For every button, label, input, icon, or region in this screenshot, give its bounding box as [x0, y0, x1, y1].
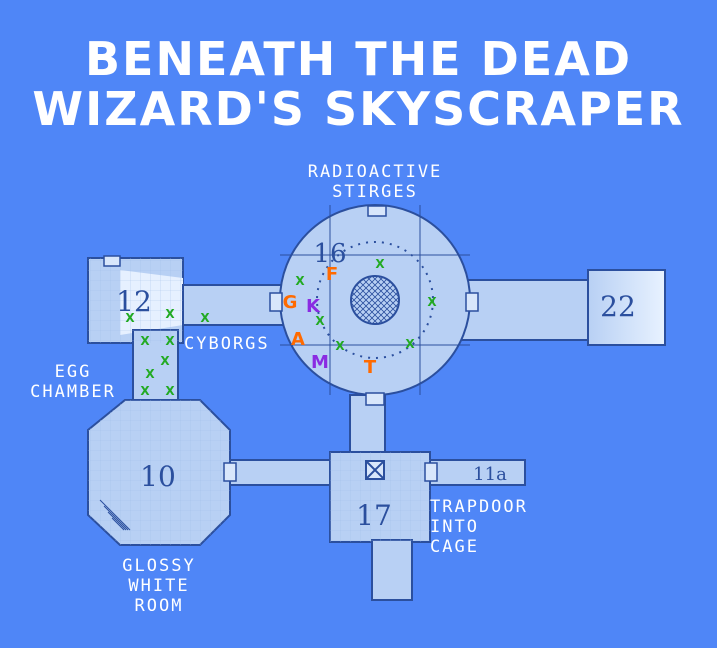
room-16-number: 16: [313, 239, 346, 269]
marker-k: K: [306, 296, 321, 317]
room-10-stairs: [99, 499, 131, 531]
cyborg-mark: X: [200, 311, 210, 325]
room-17-stair: [371, 539, 413, 601]
room-17-number: 17: [356, 499, 392, 532]
stirge-mark: X: [315, 314, 325, 328]
cyborg-mark: X: [165, 334, 175, 348]
room-22-area: [587, 269, 666, 346]
cyborg-mark: X: [140, 384, 150, 398]
corridor-10-17: [229, 459, 331, 486]
cyborgs-label: CYBORGS: [184, 334, 270, 354]
label-line: STIRGES: [332, 182, 418, 202]
marker-g: G: [283, 292, 298, 313]
glossy-white-room-label: GLOSSY WHITE ROOM: [104, 556, 214, 616]
label-line: CHAMBER: [30, 382, 116, 402]
label-line: GLOSSY: [122, 556, 196, 576]
label-line: ROOM: [134, 596, 184, 616]
map-title-line-2: WIZARD'S SKYSCRAPER: [32, 82, 685, 136]
label-line: CAGE: [430, 537, 479, 557]
cyborg-mark: X: [140, 334, 150, 348]
marker-m: M: [311, 352, 329, 373]
marker-t: T: [364, 357, 377, 378]
room-12-grid: [88, 258, 183, 343]
cyborg-mark: X: [125, 311, 135, 325]
stirge-mark: X: [427, 295, 437, 309]
stirge-mark: X: [405, 337, 415, 351]
label-line: WHITE: [128, 576, 190, 596]
door-room-10: [223, 462, 237, 482]
egg-chamber-label: EGG CHAMBER: [18, 362, 128, 402]
room-12-number: 12: [116, 285, 152, 318]
label-line: TRAPDOOR: [430, 497, 528, 517]
door-room-17-east: [424, 462, 438, 482]
cyborg-markers: X X X X X X X X X X X X X X X: [125, 257, 437, 398]
room-16-dotted-ring: [316, 241, 434, 359]
cyborg-mark: X: [165, 384, 175, 398]
room-numbers: 12 16 22 10 17 11a: [116, 239, 636, 532]
stirge-mark: X: [295, 274, 305, 288]
letter-markers: F G K A M T: [283, 264, 377, 378]
door-west-16: [269, 292, 283, 312]
trapdoor-symbol: [365, 460, 385, 480]
marker-a: A: [291, 329, 305, 350]
room-11a-number: 11a: [473, 464, 507, 485]
door-east-16: [465, 292, 479, 312]
radioactive-stirges-label: RADIOACTIVE STIRGES: [290, 162, 460, 202]
stirge-mark: X: [335, 339, 345, 353]
room-22-number: 22: [600, 290, 636, 323]
label-line: EGG: [54, 362, 92, 382]
map-title-line-1: BENEATH THE DEAD: [84, 32, 633, 86]
cyborg-mark: X: [165, 307, 175, 321]
label-line: INTO: [430, 517, 479, 537]
corridor-16-22: [457, 279, 589, 341]
grid-overlays: [88, 258, 430, 545]
marker-f: F: [326, 264, 338, 285]
trapdoor-label: TRAPDOOR INTO CAGE: [430, 497, 550, 557]
cyborg-mark: X: [160, 354, 170, 368]
door-north-16: [367, 205, 387, 217]
cyborg-mark: X: [145, 367, 155, 381]
room-10-grid: [88, 400, 230, 545]
corridor-17-11a: [429, 459, 526, 486]
door-south-16: [365, 392, 385, 406]
room-16-details: [280, 205, 470, 395]
door-room-12-north: [103, 255, 121, 267]
stirge-mark: X: [375, 257, 385, 271]
room-10-number: 10: [140, 460, 176, 493]
label-line: RADIOACTIVE: [307, 162, 443, 182]
doors: [103, 205, 479, 482]
room-16-central-pillar: [350, 275, 400, 325]
